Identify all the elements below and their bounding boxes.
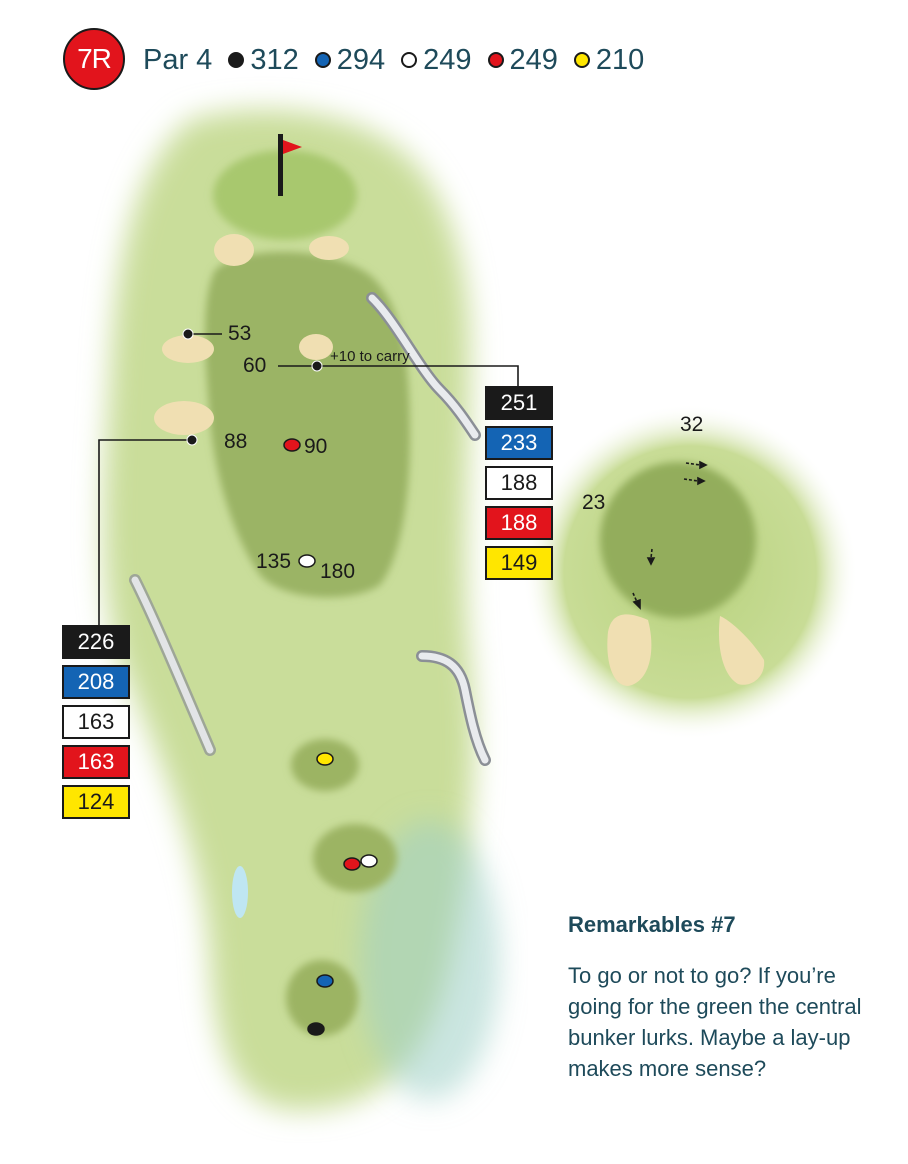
tee-white-marker	[401, 52, 418, 68]
tee-blue: 294	[314, 43, 386, 77]
distance-value: 163	[77, 749, 115, 774]
tee-yellow-yardage: 210	[595, 43, 645, 76]
hole-info-row: Par 4 312 294 249 249 210	[143, 38, 660, 82]
green-detail-bunkers	[607, 614, 765, 686]
distance-box-yellow: 124	[62, 785, 130, 819]
distance-boxes-left: 226 208 163 163 124	[62, 625, 130, 825]
tee-white-yardage: 249	[423, 43, 472, 76]
tee-yellow-marker	[573, 52, 590, 68]
distance-box-blue: 208	[62, 665, 130, 699]
label-53: 53	[228, 322, 252, 345]
tee-red-marker	[487, 52, 504, 68]
label-60: 60	[243, 354, 267, 377]
distance-box-black: 226	[62, 625, 130, 659]
distance-value: 188	[500, 510, 538, 535]
par-label: Par 4	[143, 43, 213, 76]
tee-red: 249	[487, 43, 558, 77]
distance-box-yellow: 149	[485, 546, 553, 580]
tee-red-yardage: 249	[509, 43, 558, 76]
distance-box-white: 188	[485, 466, 553, 500]
green-label-23: 23	[582, 491, 606, 514]
hole-description: To go or not to go? If you’re going for …	[568, 963, 862, 1081]
cart-paths	[129, 292, 491, 766]
slope-arrows	[632, 460, 708, 610]
flag-icon	[278, 134, 302, 196]
tee-blue-yardage: 294	[336, 43, 386, 76]
distance-value: 188	[500, 470, 538, 495]
carry-note: +10 to carry	[330, 348, 410, 365]
label-90: 90	[304, 435, 328, 458]
green-label-32: 32	[680, 413, 704, 436]
tee-black-yardage: 312	[250, 43, 299, 76]
tee-black: 312	[228, 43, 299, 77]
hole-number: 7R	[77, 43, 112, 74]
distance-value: 163	[77, 709, 115, 734]
distance-value: 226	[77, 629, 115, 654]
fairway	[205, 251, 410, 598]
tee-black-marker	[228, 52, 245, 68]
tee-blue-marker	[314, 52, 331, 68]
lake-hint	[232, 866, 248, 918]
distance-box-red: 188	[485, 506, 553, 540]
water-hazard-tint	[360, 820, 500, 1100]
distance-value: 149	[500, 550, 538, 575]
tee-markers	[307, 752, 378, 1036]
green-detail-inset	[522, 404, 858, 740]
distance-value: 251	[500, 390, 538, 415]
distance-box-black: 251	[485, 386, 553, 420]
bunkers	[154, 234, 349, 435]
label-88: 88	[224, 430, 248, 453]
tee-yellow: 210	[573, 43, 645, 77]
leader-lines	[98, 333, 519, 628]
distance-value: 208	[77, 669, 115, 694]
distance-value: 233	[500, 430, 538, 455]
distance-box-red: 163	[62, 745, 130, 779]
yardage-markers	[182, 328, 323, 568]
distance-box-blue: 233	[485, 426, 553, 460]
distance-boxes-right: 251 233 188 188 149	[485, 386, 553, 586]
tee-boxes	[286, 739, 397, 1036]
tee-white: 249	[401, 43, 472, 77]
green	[213, 150, 357, 240]
label-135: 135	[256, 550, 292, 573]
distance-box-white: 163	[62, 705, 130, 739]
label-180: 180	[320, 560, 356, 583]
distance-value: 124	[77, 789, 115, 814]
hole-title: Remarkables #7	[568, 912, 736, 937]
hole-number-badge: 7R	[63, 28, 125, 90]
